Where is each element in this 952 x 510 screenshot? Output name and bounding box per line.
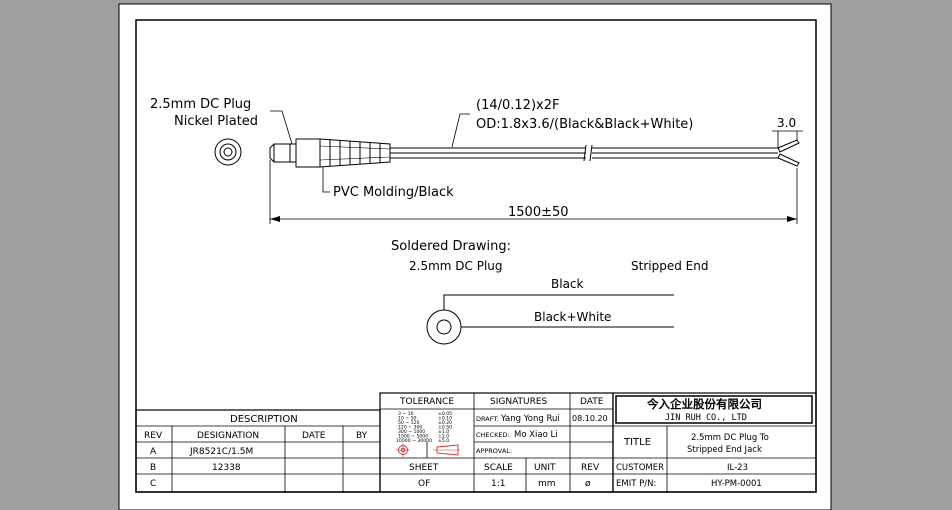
svg-text:±0.20: ±0.20 [438, 420, 452, 426]
sheet-value: OF [418, 479, 430, 489]
total-length-label: 1500±50 [508, 205, 569, 220]
projection-symbol-icon [396, 443, 460, 457]
emit-label: EMIT P/N: [616, 479, 656, 489]
draft-date: 08.10.20 [572, 414, 608, 423]
company-name-en: JIN RUH CO., LTD [665, 413, 747, 423]
strip-length-label: 3.0 [777, 116, 796, 130]
svg-text:1000 ~ 5000: 1000 ~ 5000 [398, 434, 428, 440]
title-line1: 2.5mm DC Plug To [691, 433, 769, 443]
wire-black-white-label: Black+White [534, 310, 611, 324]
title-line2: Stripped End Jack [687, 445, 762, 455]
soldered-stripped-label: Stripped End [631, 259, 708, 273]
col-by: BY [356, 431, 368, 441]
checked-label: CHECKED: [476, 431, 510, 439]
date-header: DATE [580, 397, 604, 407]
customer-value: IL-23 [727, 463, 748, 473]
svg-text:±2.0: ±2.0 [438, 434, 449, 440]
svg-text:±0.05: ±0.05 [438, 411, 452, 417]
svg-text:±5.0: ±5.0 [438, 438, 449, 444]
svg-text:50 ~ 120: 50 ~ 120 [398, 420, 419, 426]
plug-label-line2: Nickel Plated [174, 114, 258, 129]
soldered-plug-label: 2.5mm DC Plug [409, 259, 503, 273]
svg-text:±1.0: ±1.0 [438, 429, 449, 435]
soldered-heading: Soldered Drawing: [391, 239, 511, 254]
unit-value: mm [538, 479, 556, 489]
wire-black-label: Black [551, 277, 584, 291]
plug-label-line1: 2.5mm DC Plug [150, 97, 251, 112]
row-c-rev: C [150, 479, 156, 489]
row-b-rev: B [150, 463, 156, 473]
checked-name: Mo Xiao Li [514, 430, 558, 440]
svg-text:10 ~ 50: 10 ~ 50 [398, 416, 417, 422]
row-b-designation: 12338 [212, 463, 241, 473]
cable [390, 139, 800, 167]
col-designation: DESIGNATION [197, 431, 259, 441]
scale-label: SCALE [484, 463, 513, 473]
signatures-header: SIGNATURES [490, 397, 548, 407]
unit-label: UNIT [534, 463, 556, 473]
company-name-cn: 今入企业股份有限公司 [646, 397, 762, 411]
molding-label: PVC Molding/Black [333, 185, 454, 200]
customer-label: CUSTOMER [616, 463, 664, 473]
tolerance-header: TOLERANCE [399, 397, 454, 407]
approval-label: APPROVAL: [476, 447, 512, 455]
title-block [135, 392, 817, 493]
row-a-designation: JR8521C/1.5M [189, 447, 253, 457]
description-header: DESCRIPTION [230, 414, 298, 425]
svg-text:±0.50: ±0.50 [438, 425, 452, 431]
col-rev: REV [144, 431, 163, 441]
cable-od-label: OD:1.8x3.6/(Black&Black+White) [476, 117, 693, 132]
cable-spec-label: (14/0.12)x2F [476, 98, 559, 113]
dc-plug-side-view [269, 138, 391, 168]
svg-text:120 ~ 300: 120 ~ 300 [398, 425, 422, 431]
row-a-rev: A [150, 447, 157, 457]
sheet-label: SHEET [409, 463, 439, 473]
draft-label: DRAFT: [476, 415, 499, 423]
emit-value: HY-PM-0001 [711, 479, 762, 489]
rev-value: ø [585, 479, 591, 489]
svg-text:10000 ~ 30000: 10000 ~ 30000 [396, 438, 432, 444]
col-date: DATE [302, 431, 326, 441]
svg-text:300 ~ 1000: 300 ~ 1000 [398, 429, 425, 435]
svg-text:±0.10: ±0.10 [438, 416, 452, 422]
scale-value: 1:1 [491, 479, 505, 489]
dc-plug-front-view [214, 138, 242, 166]
svg-text:3 ~ 10: 3 ~ 10 [398, 411, 414, 417]
tolerance-table: 3 ~ 10 10 ~ 50 50 ~ 120 120 ~ 300 300 ~ … [396, 411, 452, 444]
title-label: TITLE [623, 437, 651, 448]
rev-label: REV [581, 463, 600, 473]
draft-name: Yang Yong Rui [500, 414, 560, 424]
